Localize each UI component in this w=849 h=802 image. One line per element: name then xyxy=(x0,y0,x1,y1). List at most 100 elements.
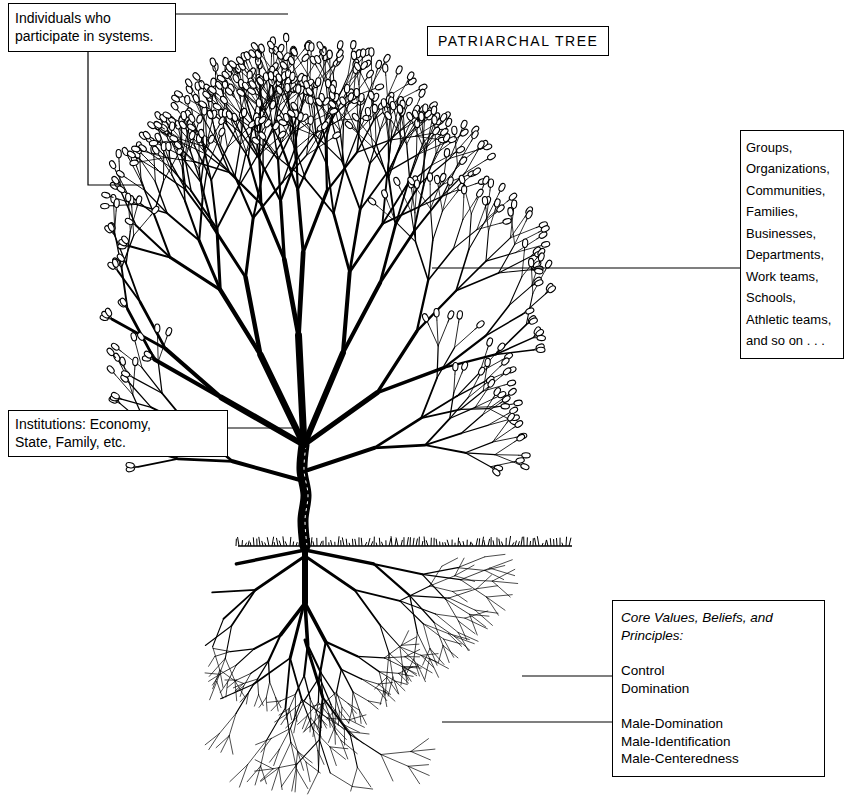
tree-leaf xyxy=(536,252,545,265)
grass-blade xyxy=(479,538,481,546)
tree-branch xyxy=(496,325,527,355)
tree-leaf xyxy=(533,335,545,341)
grass-blade xyxy=(396,537,398,546)
tree-branch xyxy=(456,261,486,291)
tree-branch xyxy=(417,291,456,331)
tree-root xyxy=(306,762,310,782)
grass-blade xyxy=(238,537,239,546)
tree-root xyxy=(297,770,308,789)
tree-leaf xyxy=(275,73,284,86)
tree-branch xyxy=(295,121,296,147)
grass-blade xyxy=(410,537,411,546)
tree-root xyxy=(458,568,485,571)
tree-leaf xyxy=(206,134,216,147)
tree-leaf xyxy=(365,107,372,120)
tree-root xyxy=(290,600,305,658)
box-text: Control Domination xyxy=(621,662,801,697)
tree-branch xyxy=(154,359,221,397)
tree-leaf xyxy=(250,42,262,55)
tree-root xyxy=(254,635,280,649)
tree-root xyxy=(276,698,279,711)
box-text: Male-Domination Male-Identification Male… xyxy=(621,715,801,768)
grass-blade xyxy=(342,537,344,546)
tree-leaf xyxy=(136,332,147,345)
tree-leaf xyxy=(482,196,491,209)
tree-root xyxy=(351,767,358,791)
tree-branch xyxy=(380,232,413,282)
tree-leaf xyxy=(532,343,545,353)
tree-leaf xyxy=(151,145,162,158)
tree-branch xyxy=(138,459,178,467)
tree-leaf xyxy=(111,392,122,405)
grass-blade xyxy=(338,536,339,546)
tree-branch xyxy=(438,187,442,211)
tree-root xyxy=(487,597,506,610)
tree-branch xyxy=(482,398,493,415)
tree-branch xyxy=(512,220,515,245)
tree-root xyxy=(259,698,266,707)
grass-blade xyxy=(290,537,292,546)
tree-root xyxy=(209,734,220,750)
grass-blade xyxy=(407,537,408,546)
tree-branch xyxy=(465,453,495,455)
tree-branch xyxy=(455,330,475,348)
tree-root xyxy=(255,769,273,771)
grass-blade xyxy=(256,539,257,546)
tree-leaf xyxy=(237,109,247,122)
tree-root xyxy=(259,695,264,706)
tree-root xyxy=(289,709,291,720)
tree-leaf xyxy=(216,127,226,140)
grass-blade xyxy=(459,541,461,546)
tree-root xyxy=(205,626,231,646)
tree-leaf xyxy=(328,100,340,112)
tree-leaf xyxy=(286,109,299,121)
tree-branch xyxy=(133,377,162,393)
grass-blade xyxy=(395,539,396,546)
tree-branch xyxy=(489,409,507,418)
tree-leaf xyxy=(225,110,234,123)
grass-blade xyxy=(436,539,438,546)
tree-root xyxy=(352,692,353,710)
tree-leaf xyxy=(492,198,501,211)
tree-leaf xyxy=(336,40,344,53)
tree-leaf xyxy=(121,370,134,380)
tree-branch xyxy=(235,176,253,218)
tree-root xyxy=(229,713,236,735)
tree-branch xyxy=(284,126,296,147)
tree-branch xyxy=(453,230,477,249)
grass-blade xyxy=(236,539,237,546)
tree-leaf xyxy=(496,182,506,195)
tree-root xyxy=(266,698,268,711)
tree-root xyxy=(405,656,420,657)
tree-root xyxy=(349,732,369,734)
tree-leaf xyxy=(314,97,325,110)
tree-leaf xyxy=(360,49,367,62)
grass-blade xyxy=(484,540,485,546)
tree-branch xyxy=(430,209,432,241)
tree-root xyxy=(374,564,410,596)
tree-root xyxy=(205,734,219,745)
tree-branch xyxy=(142,158,166,162)
grass-blade xyxy=(340,540,341,546)
grass-blade xyxy=(325,537,326,546)
tree-leaf xyxy=(308,43,314,55)
tree-leaf xyxy=(445,310,454,323)
tree-leaf xyxy=(101,191,114,200)
tree-root xyxy=(400,647,421,656)
grass-blade xyxy=(545,540,546,546)
tree-leaf xyxy=(164,327,173,340)
tree-root xyxy=(421,655,434,667)
tree-leaf xyxy=(248,49,260,62)
tree-root xyxy=(430,566,442,586)
tree-branch xyxy=(465,453,490,467)
grass-blade xyxy=(391,536,393,546)
tree-root xyxy=(352,787,372,790)
tree-leaf xyxy=(212,102,225,113)
tree-branch xyxy=(296,139,298,190)
tree-root xyxy=(224,590,256,619)
tree-branch xyxy=(488,414,507,425)
tree-branch xyxy=(498,256,531,273)
tree-leaf xyxy=(251,112,259,125)
grass-blade xyxy=(272,537,274,546)
grass-blade xyxy=(458,538,460,546)
